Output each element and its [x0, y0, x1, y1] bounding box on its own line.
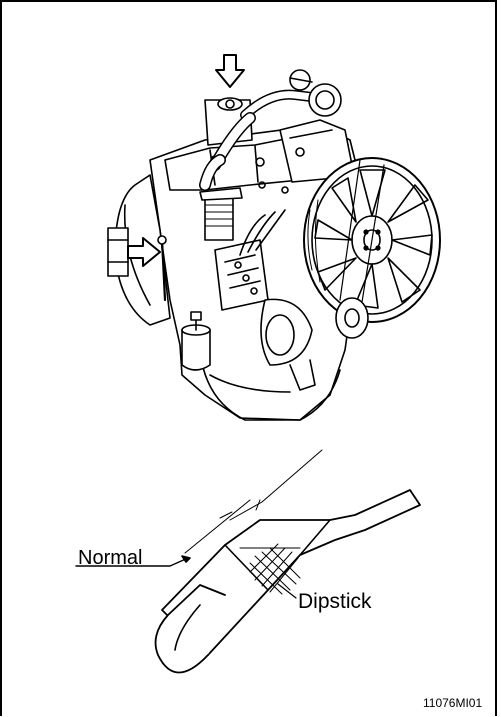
figure-frame-top	[0, 0, 497, 2]
figure-code: 11076MI01	[423, 696, 483, 710]
normal-label: Normal	[78, 547, 143, 569]
right-arrow-icon	[127, 237, 161, 267]
engine-drawing	[107, 69, 441, 421]
dipstick-label: Dipstick	[298, 590, 372, 613]
cooling-fan	[303, 157, 441, 339]
dipstick-drawing	[75, 449, 421, 674]
down-arrow-icon	[215, 54, 245, 88]
